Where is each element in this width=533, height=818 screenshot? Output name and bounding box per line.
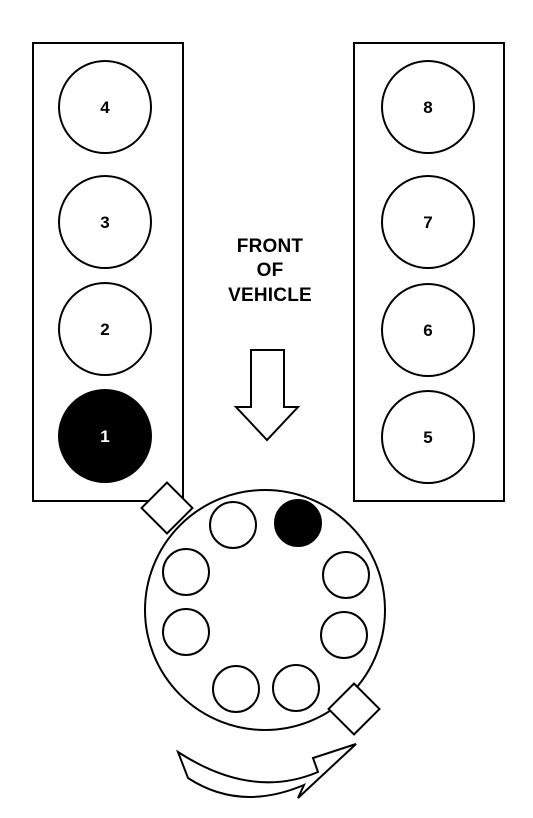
cylinder-number: 3: [100, 213, 109, 232]
cylinder-circle: [381, 60, 475, 154]
cylinder-number: 4: [100, 98, 110, 117]
front-of-vehicle-label: FRONT OF VEHICLE: [228, 236, 312, 306]
cylinder-circle: [58, 282, 152, 376]
cylinder-circle: [381, 283, 475, 377]
distributor-terminal: [162, 548, 210, 596]
clockwise-rotation-arrow-icon: [175, 743, 357, 799]
distributor-terminal: [272, 664, 320, 712]
cylinder-1: 1: [58, 389, 152, 483]
cylinder-2: 2: [58, 282, 152, 376]
cylinder-number: 1: [100, 427, 109, 446]
cylinder-6: 6: [381, 283, 475, 377]
left-bank-outline: [32, 42, 184, 502]
cylinder-number: 7: [423, 213, 432, 232]
distributor-terminal: [320, 611, 368, 659]
distributor-tab-left: [140, 481, 194, 535]
distributor-terminal: [209, 501, 257, 549]
cylinder-number: 8: [423, 98, 432, 117]
cylinder-number: 6: [423, 321, 432, 340]
distributor-tab-right: [327, 682, 381, 736]
distributor-terminal: [162, 608, 210, 656]
front-label-line3: VEHICLE: [228, 285, 312, 306]
cylinder-7: 7: [381, 175, 475, 269]
cylinder-circle-highlighted: [58, 389, 152, 483]
cylinder-number: 5: [423, 428, 432, 447]
right-bank-outline: [353, 42, 505, 502]
front-label-line1: FRONT: [237, 236, 304, 257]
distributor-terminal: [212, 665, 260, 713]
distributor-terminal-1: [274, 499, 322, 547]
cylinder-circle: [58, 60, 152, 154]
distributor-cap: [140, 481, 386, 736]
cylinder-8: 8: [381, 60, 475, 154]
right-cylinder-bank: 8 7 6 5: [353, 42, 505, 502]
cylinder-number: 2: [100, 320, 109, 339]
distributor-body: [144, 489, 386, 731]
front-label-line2: OF: [257, 260, 284, 281]
cylinder-3: 3: [58, 175, 152, 269]
cylinder-5: 5: [381, 390, 475, 484]
cylinder-circle: [381, 390, 475, 484]
cylinder-4: 4: [58, 60, 152, 154]
cylinder-circle: [381, 175, 475, 269]
down-arrow-icon: [233, 349, 301, 442]
left-cylinder-bank: 4 3 2 1: [32, 42, 184, 502]
distributor-terminal: [322, 551, 370, 599]
cylinder-circle: [58, 175, 152, 269]
